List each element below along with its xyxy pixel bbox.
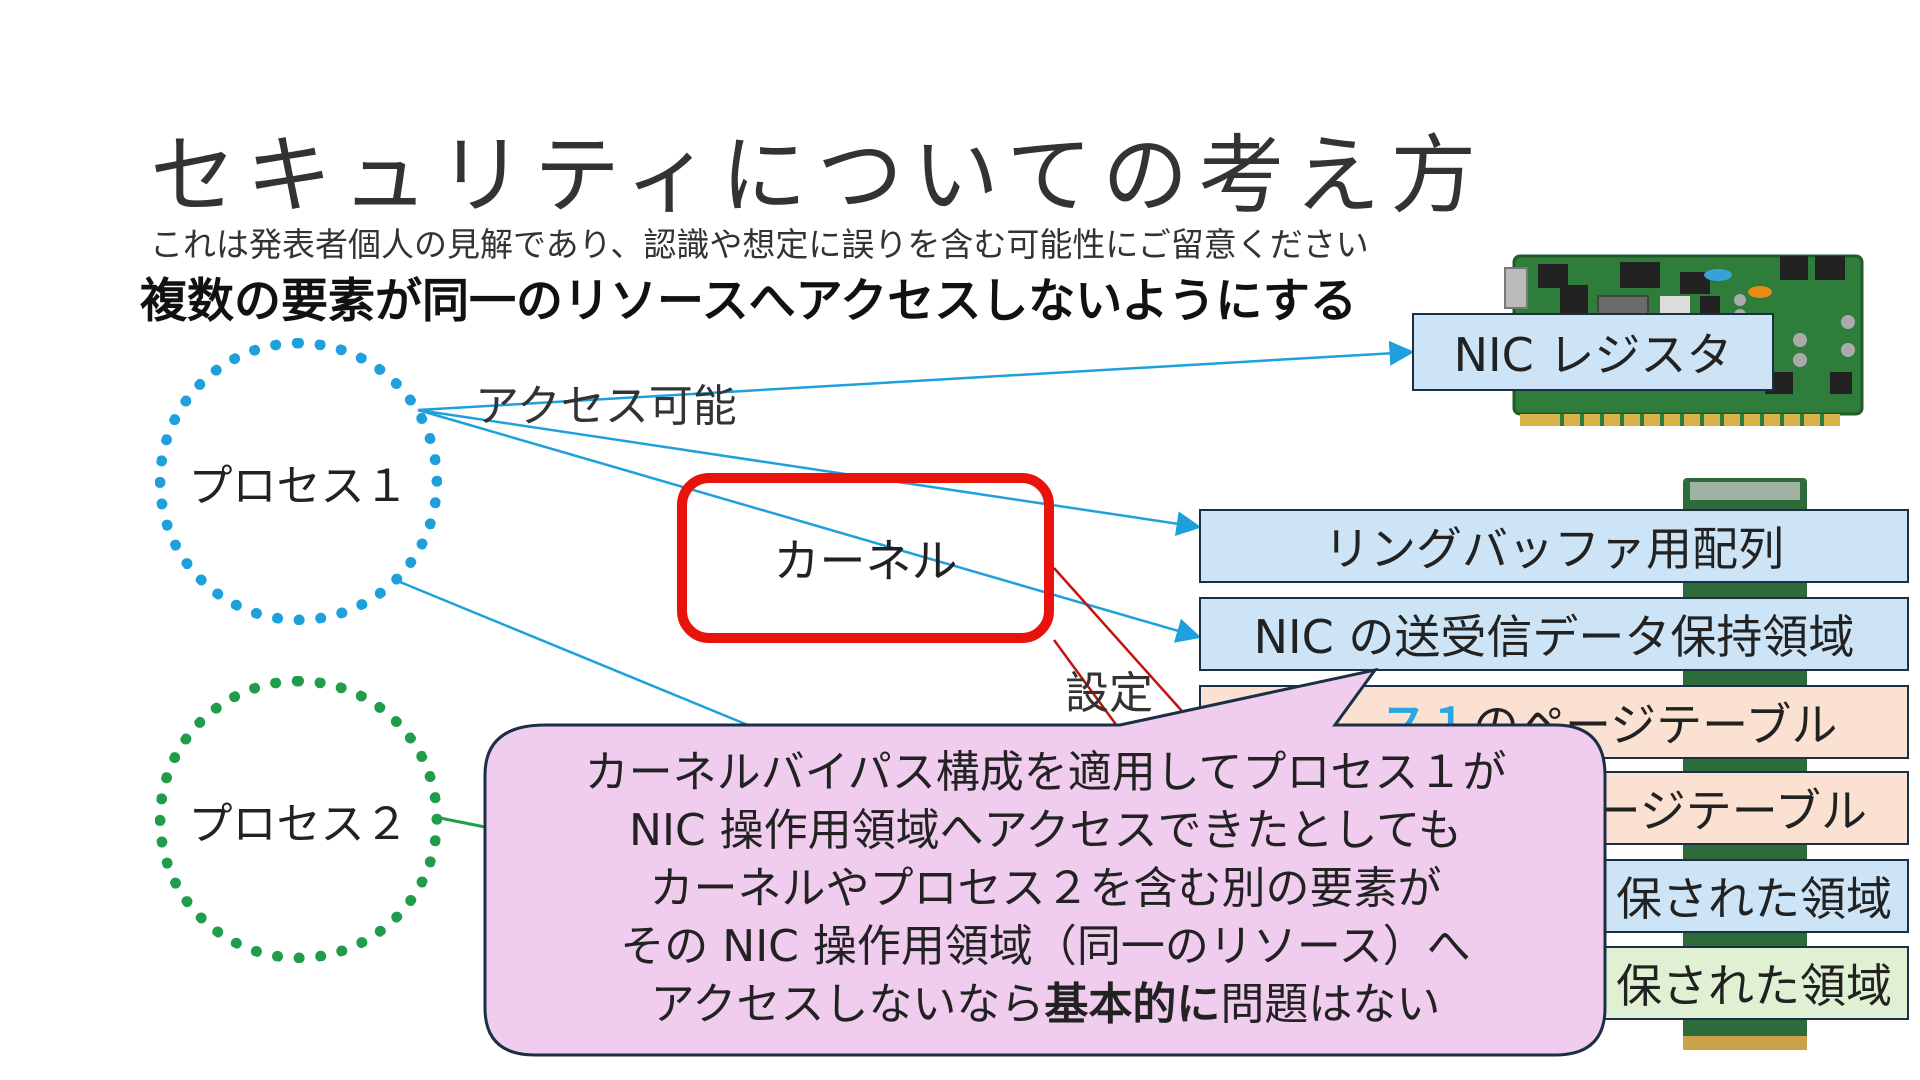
line-process1-lower (399, 580, 761, 732)
process1-label: プロセス１ (188, 460, 409, 512)
page-table-2-label: ージテーブル (1594, 784, 1867, 838)
access-edge-label: アクセス可能 (475, 381, 737, 432)
reserved-area-1-label: 保された領域 (1616, 872, 1892, 926)
nic-data-area-label: NIC の送受信データ保持領域 (1253, 610, 1855, 664)
callout-line-4: その NIC 操作用領域（同一のリソース）へ (620, 921, 1471, 972)
callout-line-5-pre: アクセスしないなら (650, 979, 1045, 1030)
callout-line-2: NIC 操作用領域へアクセスできたとしても (629, 805, 1462, 856)
arrow-to-ring-buffer (417, 408, 1202, 537)
process2-label: プロセス２ (188, 798, 409, 850)
process2-node: プロセス２ (155, 676, 442, 963)
slide-heading: 複数の要素が同一のリソースへアクセスしないようにする (140, 274, 1357, 329)
callout-line-5-post: 問題はない (1220, 979, 1441, 1030)
disclaimer-text: これは発表者個人の見解であり、認識や想定に誤りを含む可能性にご留意ください (150, 225, 1369, 264)
line-kernel-setting-2 (1052, 639, 1122, 731)
nic-data-area-box: NIC の送受信データ保持領域 (1199, 597, 1909, 671)
line-process2 (439, 816, 491, 830)
process1-node: プロセス１ (155, 338, 442, 625)
slide-title: セキュリティについての考え方 (150, 126, 1487, 226)
kernel-label: カーネル (773, 534, 958, 588)
callout-line-5: アクセスしないなら基本的に問題はない (488, 976, 1603, 1034)
callout-line-3: カーネルやプロセス２を含む別の要素が (649, 863, 1442, 914)
arrow-to-nic-register (417, 340, 1415, 412)
line-kernel-setting-1 (1053, 567, 1191, 721)
arrow-to-nic-data-area (417, 408, 1202, 643)
callout-line-5-bold: 基本的に (1044, 979, 1221, 1030)
nic-register-box: NIC レジスタ (1412, 313, 1774, 391)
ring-buffer-box: リングバッファ用配列 (1199, 509, 1909, 583)
ring-buffer-label: リングバッファ用配列 (1324, 522, 1784, 576)
kernel-node: カーネル (677, 473, 1054, 643)
callout-text: カーネルバイパス構成を適用してプロセス１が NIC 操作用領域へアクセスできたと… (488, 744, 1603, 1034)
callout-line-1: カーネルバイパス構成を適用してプロセス１が (584, 747, 1507, 798)
nic-register-label: NIC レジスタ (1453, 328, 1733, 382)
reserved-area-2-label: 保された領域 (1616, 959, 1892, 1013)
setting-edge-label: 設定 (1065, 668, 1153, 719)
